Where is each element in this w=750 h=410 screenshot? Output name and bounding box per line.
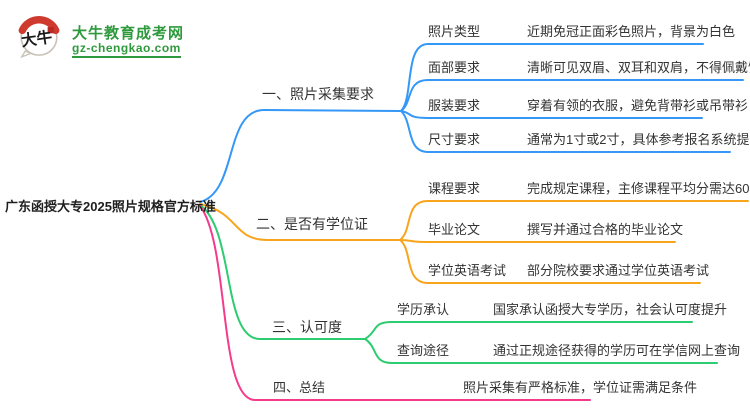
leaf-desc: 通过正规途径获得的学历可在学信网上查询 bbox=[493, 343, 741, 358]
leaf-label: 学历承认 bbox=[397, 302, 450, 317]
branch4-main-curve bbox=[199, 205, 591, 401]
leaf-desc: 国家承认函授大专学历，社会认可度提升 bbox=[493, 302, 728, 317]
leaf-label: 学位英语考试 bbox=[428, 263, 507, 278]
leaf-label: 毕业论文 bbox=[428, 222, 481, 237]
site-logo: 大牛 大牛教育成考网 gz-chengkao.com bbox=[14, 8, 214, 60]
leaf-label: 面部要求 bbox=[428, 60, 481, 75]
root-node: 广东函授大专2025照片规格官方标准 bbox=[5, 199, 216, 214]
node-summary: 四、总结 照片采集有严格标准，学位证需满足条件 bbox=[243, 379, 697, 397]
branch2-main-curve bbox=[199, 203, 401, 241]
node-degree-english-exam: 学位英语考试 部分院校要求通过学位英语考试 bbox=[420, 262, 750, 280]
branch1-child4-curve bbox=[400, 110, 731, 153]
branch3-child1-curve bbox=[364, 321, 693, 340]
leaf-label: 四、总结 bbox=[273, 380, 326, 395]
branch1-child2-curve bbox=[400, 79, 744, 112]
branch-degree-certificate: 二、是否有学位证 bbox=[256, 216, 368, 232]
branch1-main-curve bbox=[199, 108, 402, 203]
node-course-requirement: 课程要求 完成规定课程，主修课程平均分需达60分以上 bbox=[420, 180, 750, 198]
leaf-label: 尺寸要求 bbox=[428, 132, 481, 147]
branch-photo-collection: 一、照片采集要求 bbox=[262, 86, 374, 102]
branch2-child1-curve bbox=[399, 200, 749, 241]
node-query-channel: 查询途径 通过正规途径获得的学历可在学信网上查询 bbox=[383, 342, 740, 360]
node-clothing-requirement: 服装要求 穿着有领的衣服，避免背带衫或吊带衫 bbox=[420, 97, 750, 115]
leaf-label: 照片类型 bbox=[428, 24, 481, 39]
leaf-label: 服装要求 bbox=[428, 98, 481, 113]
branch2-child2-curve bbox=[399, 239, 676, 243]
node-face-requirement: 面部要求 清晰可见双眉、双耳和双肩，不得佩戴饰物 bbox=[420, 59, 750, 77]
leaf-label: 课程要求 bbox=[428, 181, 481, 196]
leaf-label: 查询途径 bbox=[397, 343, 450, 358]
leaf-desc: 近期免冠正面彩色照片，背景为白色 bbox=[527, 24, 736, 39]
branch3-main-curve bbox=[199, 204, 366, 340]
leaf-desc: 完成规定课程，主修课程平均分需达60分以上 bbox=[527, 181, 750, 196]
branch1-child1-curve bbox=[400, 43, 704, 112]
leaf-desc: 照片采集有严格标准，学位证需满足条件 bbox=[463, 380, 698, 395]
node-photo-type: 照片类型 近期免冠正面彩色照片，背景为白色 bbox=[420, 23, 750, 41]
branch-recognition: 三、认可度 bbox=[272, 319, 342, 335]
leaf-desc: 穿着有领的衣服，避免背带衫或吊带衫 bbox=[527, 98, 749, 113]
leaf-desc: 部分院校要求通过学位英语考试 bbox=[527, 263, 710, 278]
logo-brand-text: 大牛教育成考网 bbox=[72, 25, 185, 42]
branch2-child3-curve bbox=[399, 239, 701, 284]
leaf-desc: 清晰可见双眉、双耳和双肩，不得佩戴饰物 bbox=[527, 60, 750, 75]
node-size-requirement: 尺寸要求 通常为1寸或2寸，具体参考报名系统提示 bbox=[420, 131, 750, 149]
leaf-desc: 撰写并通过合格的毕业论文 bbox=[527, 222, 684, 237]
logo-bull-icon: 大牛 bbox=[18, 16, 60, 58]
branch3-child2-curve bbox=[364, 338, 718, 364]
node-diploma-recognition: 学历承认 国家承认函授大专学历，社会认可度提升 bbox=[383, 301, 735, 319]
node-graduation-thesis: 毕业论文 撰写并通过合格的毕业论文 bbox=[420, 221, 750, 239]
logo-icon-text: 大牛 bbox=[20, 27, 54, 50]
branch1-child3-curve bbox=[400, 110, 703, 119]
logo-domain-text: gz-chengkao.com bbox=[72, 41, 181, 58]
leaf-desc: 通常为1寸或2寸，具体参考报名系统提示 bbox=[527, 132, 750, 147]
